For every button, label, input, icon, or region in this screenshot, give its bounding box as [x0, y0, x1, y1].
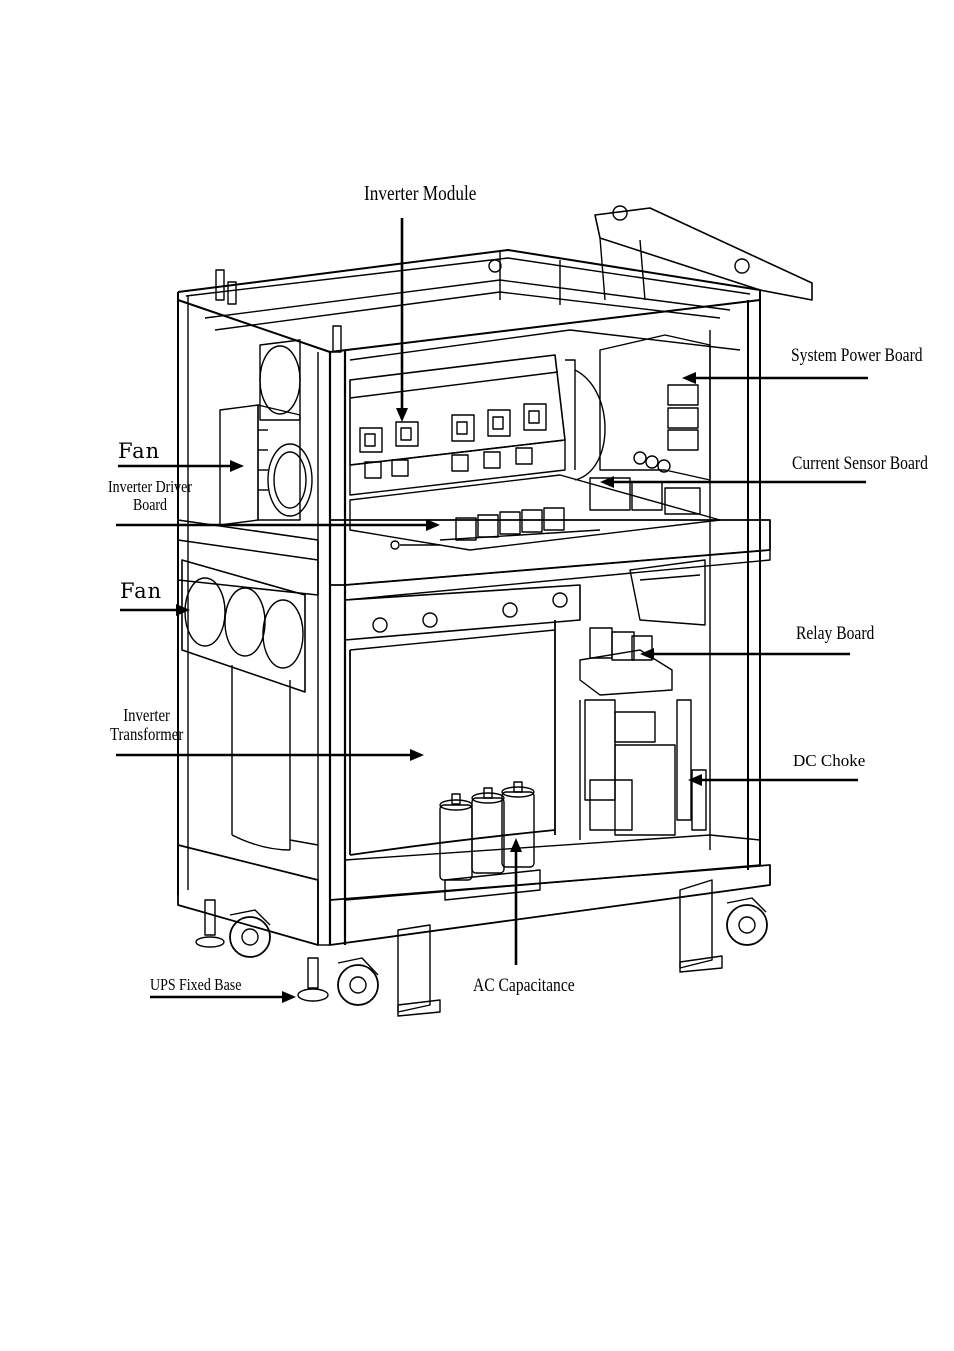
base-and-casters [195, 879, 768, 1017]
label-fan-upper: Fan [118, 439, 161, 463]
inverter-module-assembly [349, 354, 606, 496]
relay-board [579, 559, 706, 696]
lower-fan-assembly [181, 559, 306, 693]
label-inverter-transformer: Inverter Transformer [110, 706, 183, 744]
system-power-board [599, 334, 711, 481]
inverter-transformer [231, 584, 581, 856]
label-inverter-module: Inverter Module [364, 181, 477, 205]
arrow-inverter-driver-board [116, 519, 440, 531]
upper-fan-assembly [219, 339, 313, 526]
label-current-sensor-board: Current Sensor Board [792, 453, 928, 474]
label-system-power-board: System Power Board [791, 345, 923, 366]
leader-arrows [116, 218, 868, 1003]
label-inverter-transformer-line1: Inverter [123, 705, 170, 725]
label-dc-choke: DC Choke [793, 751, 866, 770]
ac-capacitors [439, 781, 541, 901]
arrow-dc-choke [688, 774, 858, 786]
label-inverter-driver-board-line1: Inverter Driver [108, 477, 192, 496]
arrow-fan-upper [118, 460, 244, 472]
arrow-system-power-board [682, 372, 868, 384]
label-inverter-transformer-line2: Transformer [110, 723, 184, 744]
label-ac-capacitance: AC Capacitance [473, 975, 575, 996]
label-inverter-driver-board: Inverter Driver Board [108, 478, 192, 514]
label-fan-lower: Fan [120, 579, 163, 603]
arrow-current-sensor-board [600, 476, 866, 488]
label-inverter-driver-board-line2: Board [132, 494, 168, 514]
label-relay-board: Relay Board [796, 623, 875, 644]
arrow-inverter-transformer [116, 749, 424, 761]
label-ups-fixed-base: UPS Fixed Base [150, 975, 242, 994]
arrow-ac-capacitance [510, 838, 522, 965]
arrow-inverter-module [396, 218, 408, 422]
arrow-fan-lower [120, 604, 190, 616]
arrow-ups-fixed-base [150, 991, 296, 1003]
arrow-relay-board [640, 648, 850, 660]
cabinet-frame [177, 205, 813, 946]
dc-choke [579, 699, 707, 840]
